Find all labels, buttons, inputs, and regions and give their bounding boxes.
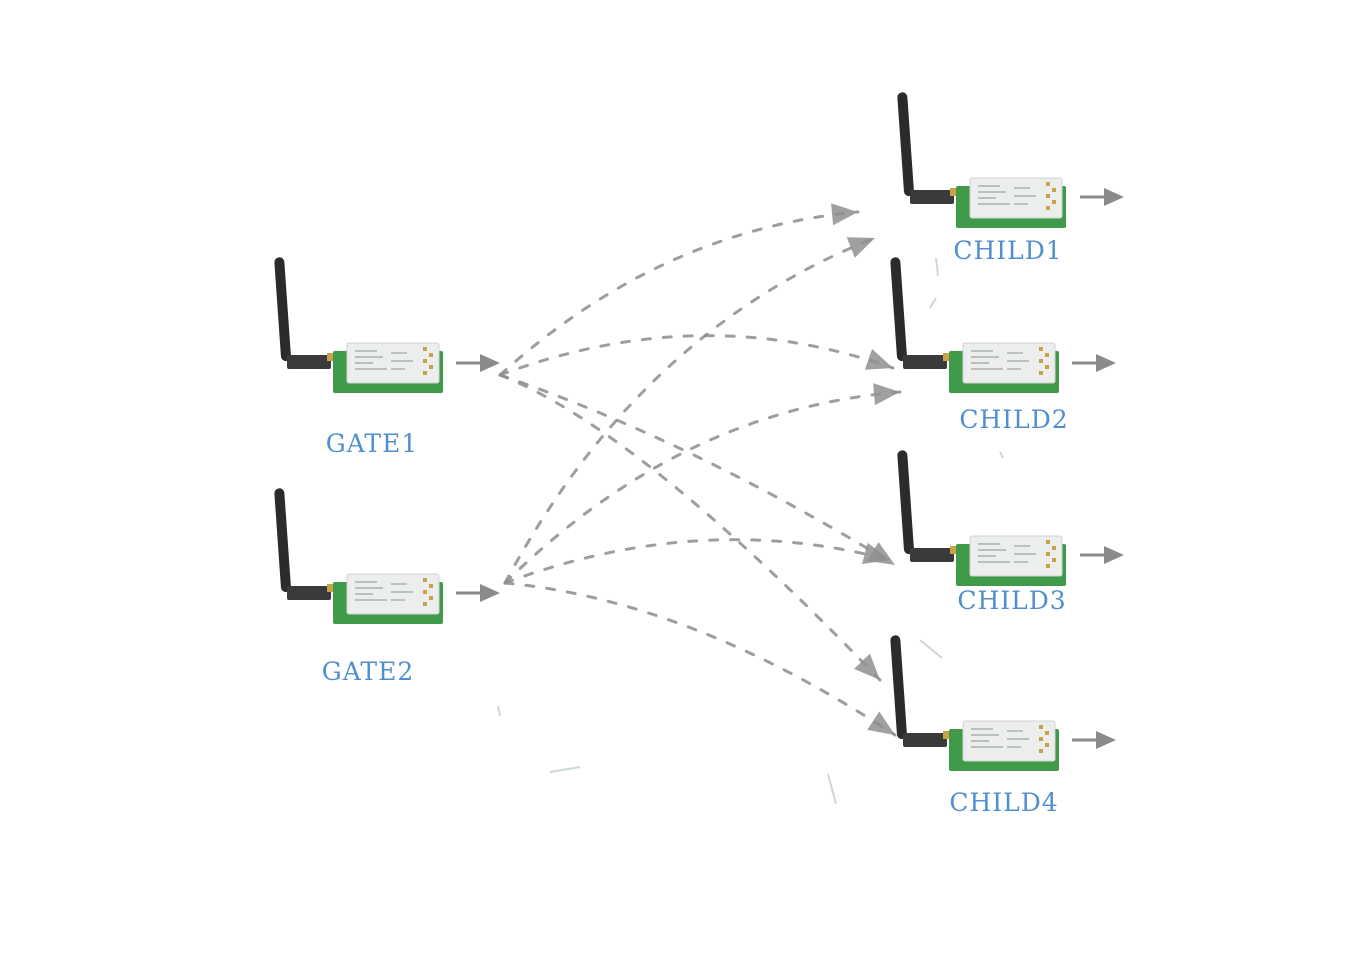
arrow-right-icon — [1078, 544, 1126, 566]
link-gate1-child4 — [498, 373, 882, 682]
arrow-right-icon — [1078, 186, 1126, 208]
child3-node: CHILD3 — [896, 449, 1126, 615]
link-arrowhead-gate2-child4 — [867, 711, 895, 735]
gate1-node: GATE1 — [273, 256, 502, 458]
wireless-module-icon — [273, 256, 444, 394]
link-gate1-child2 — [498, 334, 895, 377]
link-arrowhead-gate2-child1 — [846, 237, 875, 258]
wireless-module-icon — [889, 634, 1060, 772]
link-arrowhead-gate1-child1 — [831, 203, 858, 226]
link-gate1-child1 — [498, 210, 860, 377]
link-gate2-child1 — [503, 236, 877, 585]
gate1-label: GATE1 — [326, 429, 419, 458]
wireless-module-icon — [896, 91, 1067, 229]
child4-node: CHILD4 — [889, 634, 1118, 817]
link-arrowhead-gate2-child3 — [862, 542, 890, 565]
link-arrowhead-gate2-child2 — [873, 383, 900, 406]
child2-label: CHILD2 — [959, 405, 1068, 434]
stray-marks — [497, 257, 1004, 805]
wireless-module-icon — [896, 449, 1067, 587]
connection-links — [498, 203, 902, 737]
child4-label: CHILD4 — [949, 788, 1058, 817]
wireless-module-icon — [889, 256, 1060, 394]
wireless-module-icon — [273, 487, 444, 625]
child2-node: CHILD2 — [889, 256, 1118, 434]
link-gate2-child2 — [503, 390, 902, 585]
child1-label: CHILD1 — [953, 236, 1062, 265]
link-gate2-child3 — [503, 538, 892, 585]
link-arrowhead-gate1-child4 — [854, 653, 880, 680]
arrow-right-icon — [1070, 352, 1118, 374]
link-gate2-child4 — [503, 581, 897, 737]
arrow-right-icon — [454, 582, 502, 604]
link-arrowhead-gate1-child2 — [864, 348, 893, 370]
link-gate1-child3 — [498, 373, 897, 567]
gate2-node: GATE2 — [273, 487, 502, 686]
child3-label: CHILD3 — [957, 586, 1066, 615]
child1-node: CHILD1 — [896, 91, 1126, 265]
arrow-right-icon — [454, 352, 502, 374]
arrow-right-icon — [1070, 729, 1118, 751]
gate2-label: GATE2 — [322, 657, 415, 686]
